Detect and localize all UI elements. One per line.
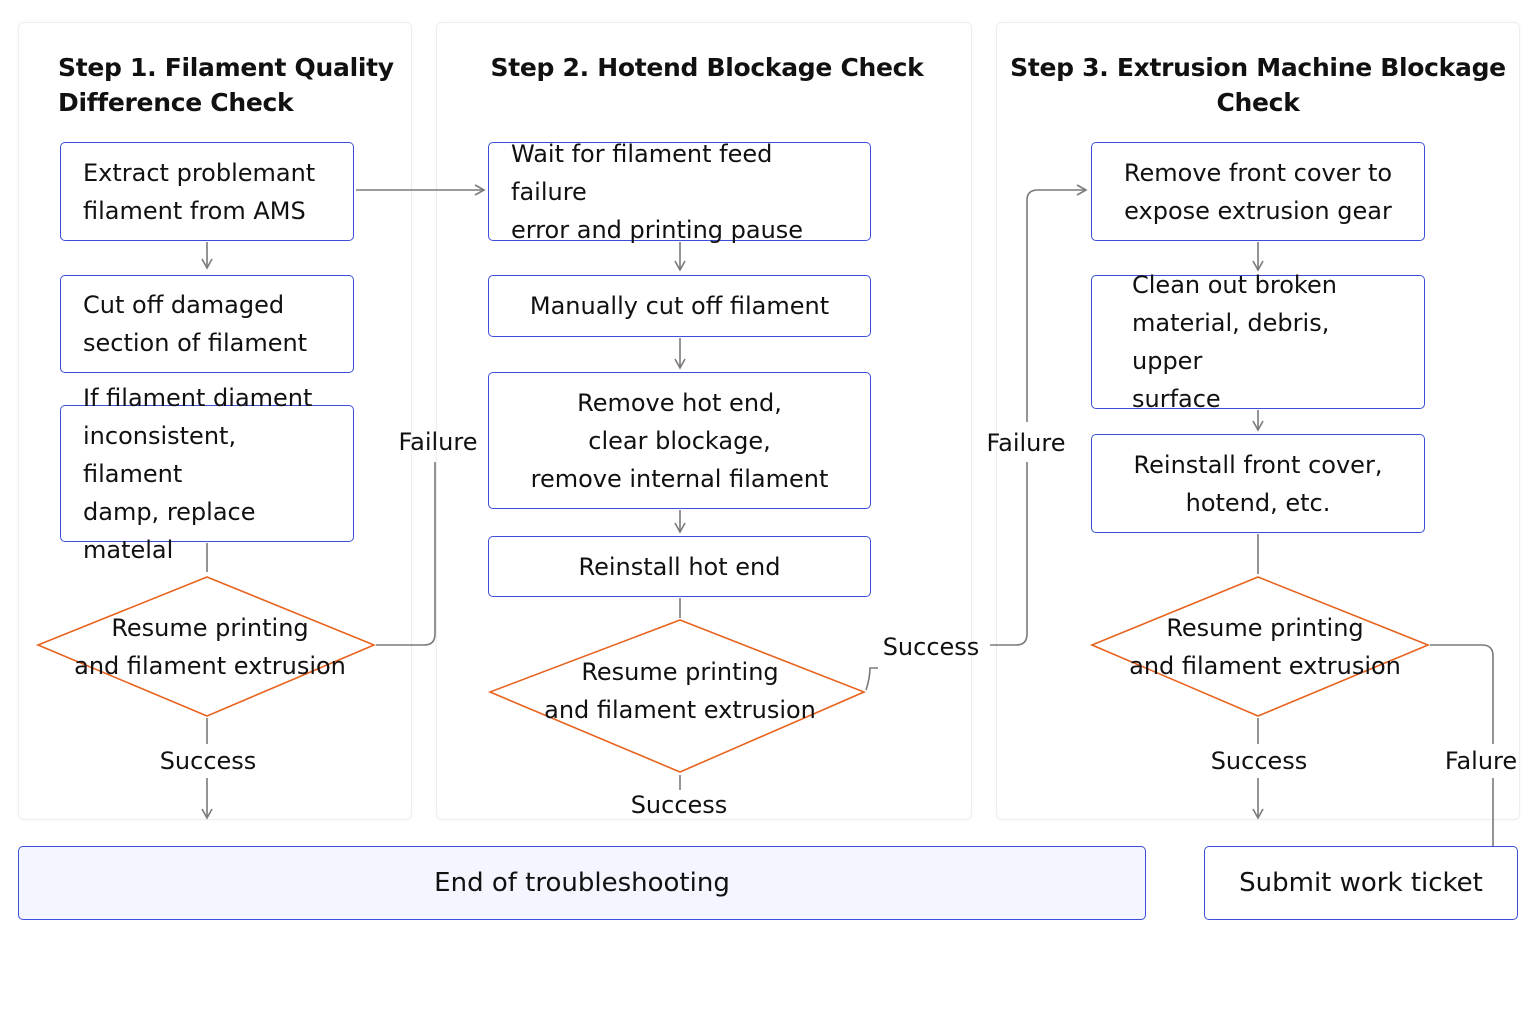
step2-success-side-label: Success [882,633,980,661]
step3-decision-diamond [1089,576,1431,717]
step3-box-remove-cover: Remove front cover to expose extrusion g… [1091,142,1425,241]
step3-success-label: Success [1210,747,1308,775]
step3-failure-label: Falure [1444,747,1518,775]
step2-box-cut: Manually cut off filament [488,275,871,337]
step3-box-reinstall: Reinstall front cover, hotend, etc. [1091,434,1425,533]
step1-title: Step 1. Filament Quality Difference Chec… [58,53,394,117]
step2-decision-label: Resume printing and filament extrusion [544,658,816,724]
end-of-troubleshooting: End of troubleshooting [18,846,1146,920]
step1-decision-diamond [35,576,377,717]
step1-box-extract: Extract problemant filament from AMS [60,142,354,241]
step1-success-label: Success [159,747,257,775]
step1-decision-label: Resume printing and filament extrusion [74,614,346,680]
step2-box-wait: Wait for filament feed failure error and… [488,140,871,244]
step2-decision-diamond [487,619,867,773]
step1-box-replace: If filament diament inconsistent, filame… [60,384,354,564]
step2-box-remove: Remove hot end, clear blockage, remove i… [488,372,871,509]
step1-box-cut: Cut off damaged section of filament [60,275,354,373]
step2-failure-label: Failure [986,429,1066,457]
step2-box-reinstall: Reinstall hot end [488,536,871,597]
step2-title: Step 2. Hotend Blockage Check [490,53,924,82]
step3-box-clean: Clean out broken material, debris, upper… [1091,271,1425,413]
step3-decision-label: Resume printing and filament extrusion [1129,614,1401,680]
step3-title: Step 3. Extrusion Machine Blockage Check [1010,53,1506,117]
submit-work-ticket: Submit work ticket [1204,846,1518,920]
step1-failure-label: Failure [398,428,478,456]
step2-success-label: Success [630,791,728,819]
